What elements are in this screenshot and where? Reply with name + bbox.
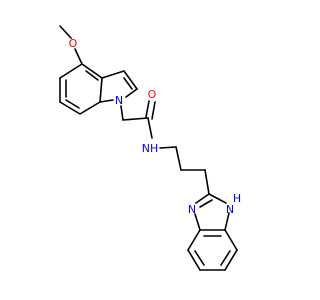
bond-c3-c2-inner	[123, 77, 133, 90]
molecule-structure-diagram: O N O NH H N N	[59, 25, 241, 271]
imidazole-nh-n-label: N	[226, 203, 234, 216]
bond-c7-c6-inner	[65, 99, 80, 109]
bond-n1h-c7a	[224, 212, 230, 231]
bond-c7a-c7	[79, 101, 101, 115]
bond-c7-c7a	[224, 229, 238, 251]
bond-c2-n1	[125, 88, 138, 98]
bond-c7-c6	[59, 101, 81, 115]
bond-c1-c2	[175, 146, 182, 171]
bond-nh-c1	[159, 146, 177, 149]
bond-c2im-n1h	[208, 193, 227, 204]
imidazole-nh-h-label: H	[233, 192, 241, 205]
bond-c2im-n3-1	[195, 193, 210, 204]
bond-methyl-o	[59, 25, 72, 39]
atom-labels: O N O NH H N N	[69, 37, 241, 216]
bond-c3a-c4	[187, 229, 201, 251]
bond-c3-c2	[123, 70, 138, 90]
bond-o-c4	[74, 48, 83, 65]
carbonyl-oxygen-label: O	[148, 88, 157, 101]
bonds	[59, 25, 238, 271]
bond-c4-c5	[187, 249, 201, 271]
bond-c5-c4	[59, 63, 83, 79]
imidazole-n-label: N	[188, 203, 196, 216]
bond-c6-c7	[224, 249, 238, 271]
bond-n3-c3a	[194, 213, 201, 231]
bond-co-nh	[147, 117, 153, 139]
bond-c4-c3a	[81, 63, 103, 79]
methoxy-oxygen-label: O	[69, 37, 78, 50]
bond-c2im-n3-2	[199, 199, 213, 208]
bond-co-o-2	[151, 101, 156, 120]
bond-c3a-c7a	[99, 77, 103, 103]
bond-n1-ch2	[120, 105, 124, 121]
bond-c6-c7-inner	[220, 250, 231, 266]
bond-c3-c2im	[204, 169, 210, 195]
bond-c3a-c3	[101, 70, 125, 79]
bond-n1-c7a	[99, 99, 114, 103]
bond-co-o-1	[145, 100, 150, 118]
bond-c4-c5-inner	[194, 250, 205, 266]
bond-ch2-co	[122, 117, 149, 121]
bond-c4-c3a-inner	[85, 70, 99, 81]
amide-nh-label: NH	[142, 142, 159, 155]
indole-nitrogen-label: N	[115, 94, 123, 107]
